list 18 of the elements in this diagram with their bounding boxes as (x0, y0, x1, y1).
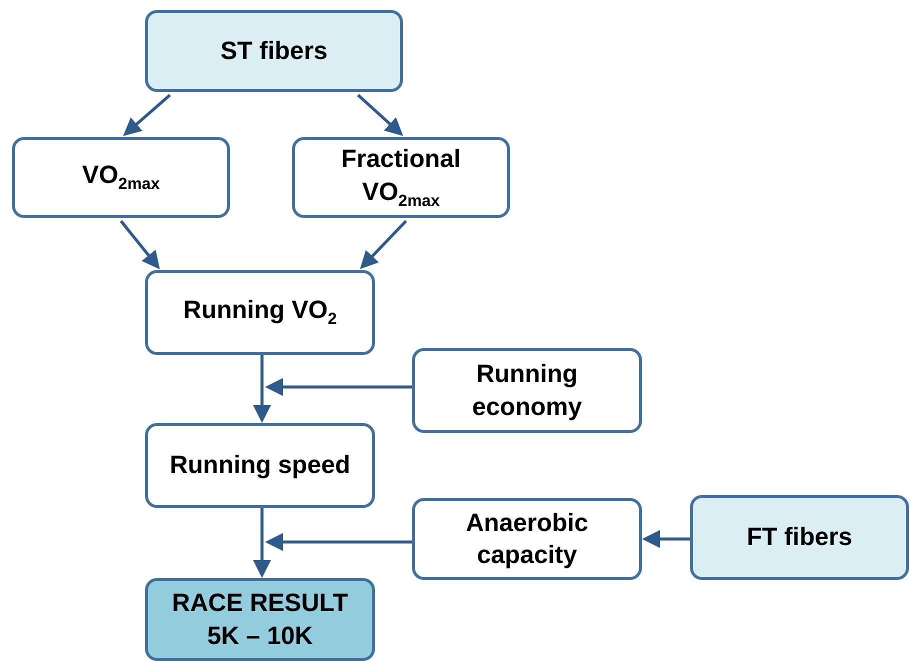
node-label: Running VO$_{2}$ (183, 295, 337, 330)
node-label: VO$_{2max}$ (82, 160, 160, 196)
process-box (145, 423, 375, 508)
node-label: Running economy (471, 359, 583, 422)
node-label: Anaerobic capacity (464, 508, 590, 571)
node-label: Running speed (170, 450, 350, 482)
process-box (412, 498, 642, 580)
process-box (412, 348, 642, 433)
process-box (145, 270, 375, 355)
node-label: Fractional VO$_{2max}$ (340, 144, 462, 212)
result-box (145, 578, 375, 661)
node-label: FT fibers (746, 522, 852, 554)
node-label: RACE RESULT 5K – 10K (171, 588, 349, 652)
process-box (12, 137, 230, 218)
process-box (145, 10, 403, 92)
process-box (292, 137, 510, 218)
process-box (690, 495, 909, 580)
node-label: ST fibers (220, 36, 328, 67)
